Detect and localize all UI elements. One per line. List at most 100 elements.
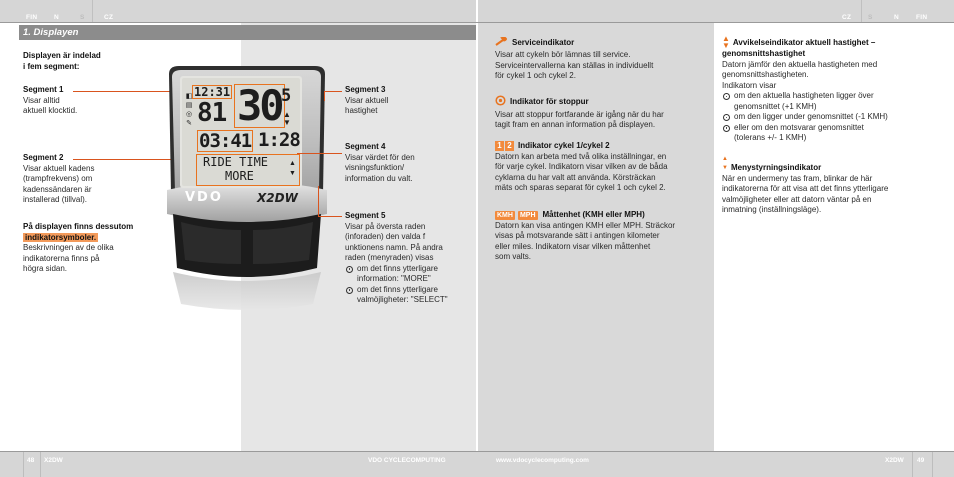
stopwatch-indicator-title: Indikator för stoppur <box>510 97 589 106</box>
segment-5-bullet: om det finns ytterligare information: "M… <box>345 264 473 285</box>
segment-5-line: raden (menyraden) visas <box>345 253 434 262</box>
lang-tab-s-left[interactable]: S <box>80 14 85 21</box>
segment-5-bullet-line: valmöjligheter: "SELECT" <box>357 295 448 304</box>
footer-divider <box>0 451 954 452</box>
intro-line-2: i fem segment: <box>23 61 80 71</box>
footer-band <box>0 452 954 477</box>
lcd-service-icon: ✎ <box>186 120 192 127</box>
service-indicator-title: Serviceindikator <box>512 38 575 48</box>
unit-indicator-line: eller miles. Indikatorn visar vilken måt… <box>495 241 651 251</box>
lang-tab-n-left[interactable]: N <box>54 14 59 21</box>
lcd-indicator-icons: ◧ ▤ ◎ ✎ <box>183 92 195 128</box>
menu-down-arrow-icon: ▼ <box>722 165 728 172</box>
extra-symbols-desc: På displayen finns dessutom indikatorsym… <box>23 222 158 275</box>
footer-model-right: X2DW <box>885 457 904 464</box>
lcd-menu-line: MORE <box>225 169 254 183</box>
intro-text: Displayen är indelad i fem segment: <box>23 51 153 72</box>
deviation-indicator-desc: ▲▼ Avvikelseindikator aktuell hastighet … <box>722 35 944 144</box>
header-band-left <box>0 0 476 22</box>
segment-5-line: unktionens namn. På andra <box>345 242 443 252</box>
lcd-deviation-arrows-icon: ▲▼ <box>283 110 291 127</box>
menu-up-arrow-icon: ▲ <box>722 156 728 162</box>
stopwatch-icon <box>495 95 506 110</box>
stopwatch-indicator-desc: Indikator för stoppur Visar att stoppur … <box>495 95 710 131</box>
menu-indicator-line: inmatning (inställningsläge). <box>722 205 822 214</box>
extra-symbols-line: högra sidan. <box>23 264 68 273</box>
deviation-indicator-line: Datorn jämför den aktuella hastigheten m… <box>722 59 878 69</box>
deviation-bullet: om den ligger under genomsnittet (-1 KMH… <box>722 112 944 123</box>
bike-indicator-line: mäts och sparas separat för cykel 1 och … <box>495 183 666 192</box>
segment-1-title: Segment 1 <box>23 85 64 94</box>
segment-5-line: (inforaden) den valda f <box>345 232 426 241</box>
bike-indicator-line: Datorn kan arbeta med två olika inställn… <box>495 151 667 161</box>
lang-tab-n-right[interactable]: N <box>894 14 899 21</box>
segment-4-line: visningsfunktion/ <box>345 163 405 172</box>
mph-icon: MPH <box>517 210 538 220</box>
bike-indicator-line: för varje cykel. Indikatorn visar vilken… <box>495 162 668 171</box>
callout-line-segment-5 <box>318 216 342 218</box>
lcd-menu-box <box>196 154 300 186</box>
panel-mid-right <box>478 23 714 452</box>
segment-1-line: aktuell klocktid. <box>23 106 78 115</box>
lcd-bike-icon: ◧ <box>185 93 193 100</box>
footer-model-left: X2DW <box>44 457 63 464</box>
segment-5-line: Visar på översta raden <box>345 221 426 231</box>
bike-indicator-line: cyklarna du har valt att använda. Körstr… <box>495 172 656 182</box>
callout-line-segment-2 <box>73 159 188 161</box>
menu-indicator-title: Menystyrningsindikator <box>730 163 822 172</box>
bike-indicator-title: Indikator cykel 1/cykel 2 <box>518 141 610 150</box>
segment-2-line: installerad (tillval). <box>23 195 88 204</box>
menu-indicator-line: valmöjligheter eller att datorn väntar p… <box>722 194 872 204</box>
lang-tab-cz-left[interactable]: CZ <box>104 14 114 21</box>
service-indicator-line: Visar att cykeln bör lämnas till service… <box>495 50 631 59</box>
footer-right-divider-1 <box>912 452 913 477</box>
unit-indicator-title: Måttenhet (KMH eller MPH) <box>542 210 645 219</box>
lcd-trip-a: 03:41 <box>197 130 254 152</box>
lcd-speed-small: 5 <box>281 86 292 106</box>
segment-4-desc: Segment 4 Visar värdet för den visningsf… <box>345 142 470 184</box>
lcd-stopwatch-icon: ◎ <box>185 111 193 118</box>
deviation-indicator-line: genomsnittshastigheten. <box>722 70 809 79</box>
deviation-bullet-line: genomsnittet (+1 KMH) <box>734 101 817 111</box>
unit-indicator-desc: KMH MPH Måttenhet (KMH eller MPH) Datorn… <box>495 210 710 263</box>
stopwatch-indicator-line: Visar att stoppur fortfarande är igång n… <box>495 109 664 119</box>
service-indicator-line: Serviceintervallerna kan ställas in indi… <box>495 60 654 70</box>
lcd-time: 12:31 <box>192 85 233 99</box>
segment-2-line: Visar aktuell kadens <box>23 163 95 173</box>
segment-2-title: Segment 2 <box>23 153 64 162</box>
deviation-bullet-line: (tolerans +/- 1 KMH) <box>734 133 807 142</box>
header-divider <box>0 22 954 23</box>
intro-line-1: Displayen är indelad <box>23 51 101 60</box>
segment-4-title: Segment 4 <box>345 142 386 151</box>
segment-2-line: kadenssändaren är <box>23 184 92 194</box>
segment-5-desc: Segment 5 Visar på översta raden (infora… <box>345 211 473 306</box>
bike-2-icon: 2 <box>505 141 514 152</box>
service-indicator-desc: Serviceindikator Visar att cykeln bör lä… <box>495 36 710 82</box>
segment-3-line: hastighet <box>345 106 378 115</box>
segment-5-bullet-line: information: "MORE" <box>357 274 431 283</box>
lcd-menu-arrows-icon: ▲▼ <box>289 160 296 177</box>
deviation-arrows-icon: ▲▼ <box>722 34 730 50</box>
lcd-info-line: RIDE TIME <box>203 155 269 169</box>
segment-3-title: Segment 3 <box>345 85 386 94</box>
menu-indicator-desc: ▲ ▼ Menystyrningsindikator När en underm… <box>722 155 944 216</box>
deviation-indicator-line: Indikatorn visar <box>722 80 777 90</box>
lcd-speed: 30 <box>234 84 285 128</box>
extra-symbols-highlight: indikatorsymboler. <box>23 232 99 242</box>
bike-1-icon: 1 <box>495 141 504 152</box>
deviation-bullet-line: eller om den motsvarar genomsnittet <box>734 122 864 132</box>
lang-tab-cz-right[interactable]: CZ <box>842 14 852 21</box>
lang-tab-s-right[interactable]: S <box>868 14 873 21</box>
callout-line-segment-1 <box>73 91 191 93</box>
segment-4-line: Visar värdet för den <box>345 152 415 162</box>
kmh-icon: KMH <box>495 210 515 220</box>
device-brand-logo: VDO <box>185 190 223 205</box>
lang-tab-fin-left[interactable]: FIN <box>26 14 38 21</box>
deviation-bullet-line: om den aktuella hastigheten ligger över <box>734 91 874 100</box>
footer-website-link[interactable]: www.vdocyclecomputing.com <box>496 457 589 464</box>
section-title: 1. Displayen <box>23 27 79 38</box>
lang-tab-fin-right[interactable]: FIN <box>916 14 928 21</box>
segment-3-desc: Segment 3 Visar aktuell hastighet <box>345 85 470 117</box>
unit-indicator-line: visas på motsvarande sätt i antingen kil… <box>495 231 660 240</box>
lcd-trip-b: 1:28 <box>258 129 301 151</box>
